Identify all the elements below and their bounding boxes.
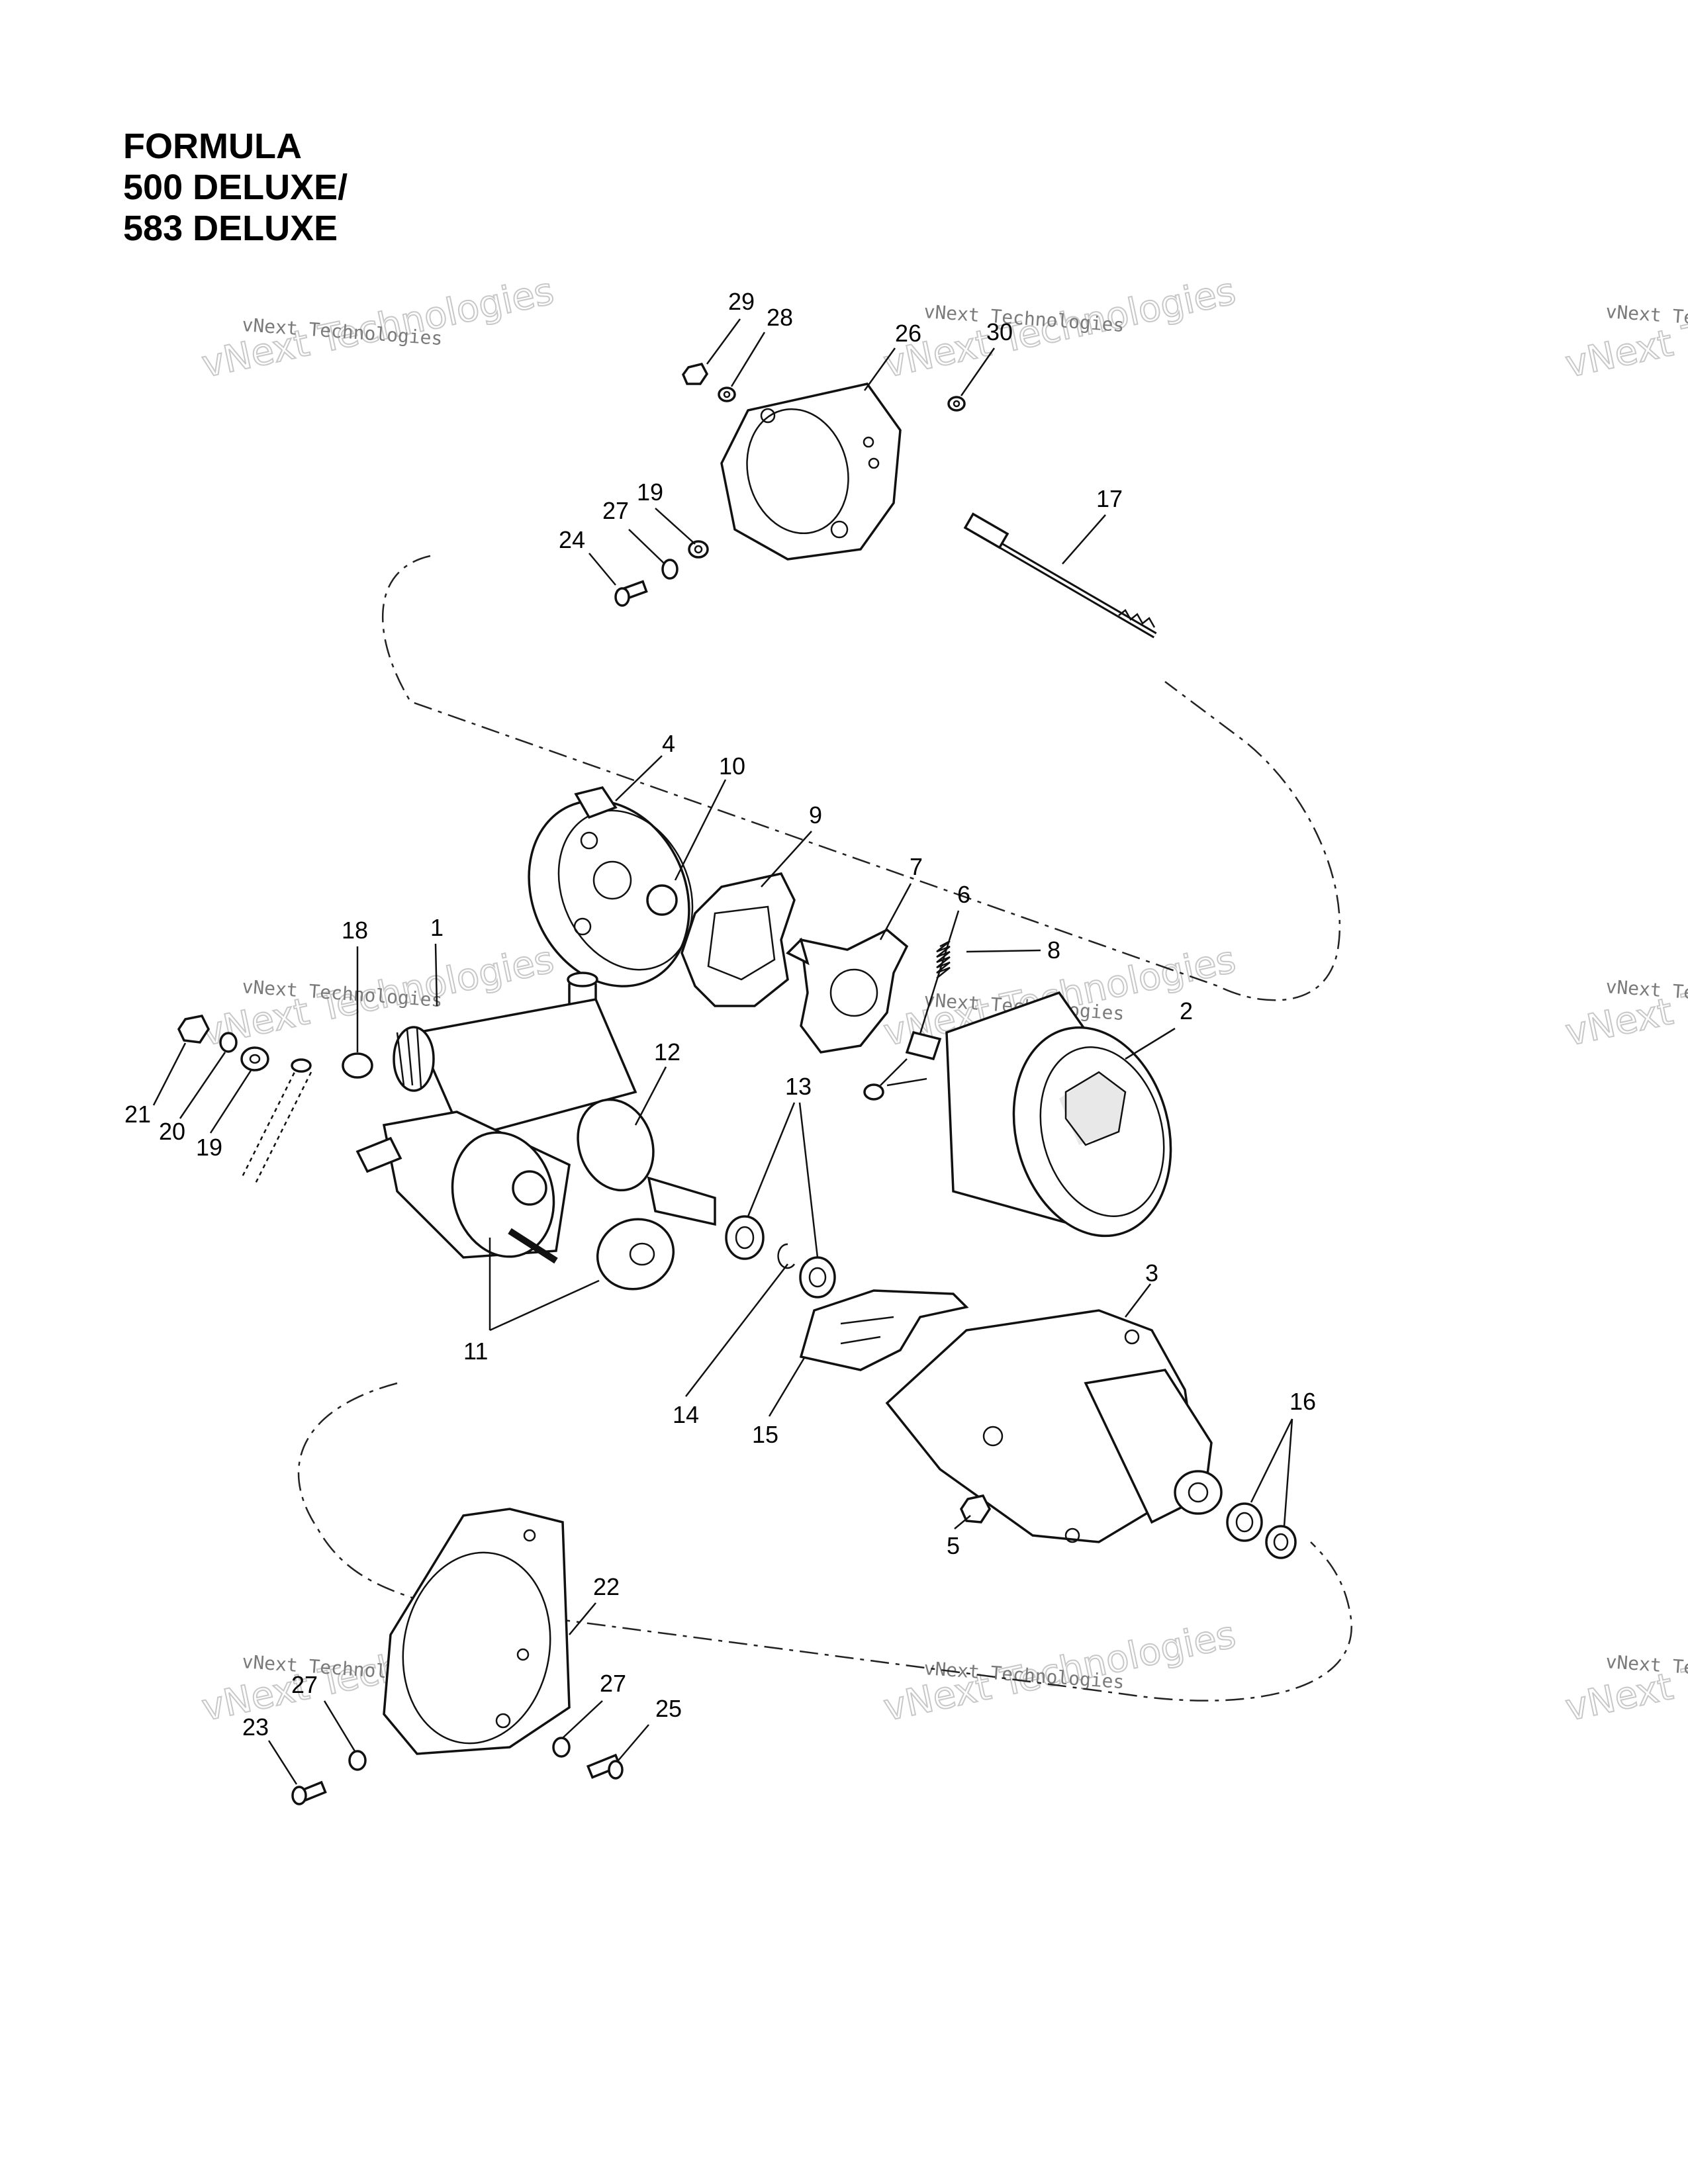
callout-27-left: 27 [291, 1671, 318, 1698]
lockwasher-20 [219, 1032, 238, 1053]
plate-9 [680, 872, 796, 1007]
callout-27-right: 27 [600, 1670, 626, 1697]
screw-23 [291, 1780, 327, 1805]
svg-text:vNext Technologies: vNext Technologies [1562, 270, 1688, 387]
callout-8: 8 [1047, 936, 1060, 964]
diagram-title: FORMULA 500 DELUXE/ 583 DELUXE [123, 126, 348, 249]
watermark-1: vNext Technologies vNext Technologies [197, 269, 558, 387]
callout-20: 20 [159, 1118, 185, 1145]
callout-4: 4 [662, 730, 675, 757]
screw-25 [586, 1753, 624, 1780]
callout-12: 12 [654, 1038, 680, 1066]
washer-28 [718, 387, 736, 402]
title-line-1: FORMULA [123, 126, 302, 166]
callout-22: 22 [593, 1573, 620, 1600]
callout-24: 24 [559, 526, 585, 553]
washer-19-lower [240, 1046, 269, 1071]
lever-15 [799, 1289, 969, 1371]
callout-27-upper: 27 [602, 497, 629, 524]
watermark-3: vNext Technologies vNext Technologies [1561, 269, 1688, 387]
clip-14 [777, 1243, 796, 1269]
watermark-8: vNext Technologies vNext Technologies [879, 1613, 1240, 1731]
callout-21: 21 [124, 1101, 151, 1128]
lower-assembly-boundary [297, 1382, 1352, 1702]
mounting-bracket-lower [383, 1508, 571, 1755]
callout-13: 13 [785, 1073, 812, 1100]
callout-5: 5 [947, 1532, 960, 1559]
nut-18 [342, 1052, 373, 1079]
callout-2: 2 [1180, 997, 1193, 1024]
callout-6: 6 [957, 881, 970, 908]
mounting-bracket-upper [720, 383, 902, 561]
washer-16 [1265, 1525, 1297, 1559]
callout-28: 28 [767, 304, 793, 331]
callout-16: 16 [1289, 1388, 1316, 1415]
end-cover-4 [528, 786, 694, 987]
callout-18: 18 [342, 917, 368, 944]
callout-15: 15 [752, 1421, 778, 1448]
watermarks: vNext Technologies vNext Technologies vN… [197, 269, 1688, 1731]
through-bolt-17 [963, 512, 1157, 639]
callouts: 29 28 26 30 17 19 27 24 4 10 9 7 6 8 2 1… [124, 288, 1316, 1741]
callout-30: 30 [986, 318, 1013, 345]
washer-13 [799, 1256, 836, 1298]
washer-19-upper [688, 540, 709, 559]
callout-17: 17 [1096, 485, 1123, 512]
watermark-9: vNext Technologies vNext Technologies [1561, 1613, 1688, 1731]
callout-10: 10 [719, 752, 745, 780]
bushing-16 [1226, 1502, 1263, 1542]
spring-8 [936, 940, 951, 979]
title-line-2: 500 DELUXE/ [123, 167, 348, 207]
brush-lead-6 [863, 1030, 942, 1101]
brush-holder-7 [786, 928, 909, 1054]
watermark-6: vNext Technologies vNext Technologies [1561, 938, 1688, 1056]
callout-7: 7 [910, 853, 923, 880]
washer-30 [947, 396, 966, 412]
callout-19-upper: 19 [637, 478, 663, 506]
lockwasher-27-right [552, 1737, 571, 1758]
lockwasher-27-upper [661, 559, 679, 580]
title-line-3: 583 DELUXE [123, 208, 338, 248]
solenoid-11 [355, 1111, 571, 1264]
leader-lines [152, 318, 1293, 1785]
watermark-2: vNext Technologies vNext Technologies [879, 269, 1240, 387]
nut-29 [681, 362, 709, 385]
callout-29: 29 [728, 288, 755, 315]
callout-11: 11 [463, 1338, 488, 1365]
callout-3: 3 [1145, 1259, 1158, 1287]
wire-terminal [240, 1058, 312, 1185]
callout-25: 25 [655, 1695, 682, 1722]
nut-5 [960, 1494, 992, 1524]
upper-assembly-boundary [381, 555, 1340, 1001]
callout-14: 14 [673, 1401, 699, 1428]
callout-19-lower: 19 [196, 1134, 222, 1161]
callout-9: 9 [809, 801, 822, 829]
drive-housing-3 [885, 1309, 1223, 1543]
callout-26: 26 [895, 320, 921, 347]
field-frame-2 [945, 991, 1172, 1238]
lockwasher-27-left [348, 1750, 367, 1771]
cap-11 [596, 1218, 675, 1291]
screw-24 [614, 580, 648, 607]
nut-21 [177, 1015, 211, 1044]
pinion-12 [577, 1098, 716, 1226]
armature-1 [393, 998, 637, 1140]
callout-1: 1 [430, 914, 444, 941]
callout-23: 23 [242, 1713, 269, 1741]
bearing-13 [725, 1215, 765, 1260]
